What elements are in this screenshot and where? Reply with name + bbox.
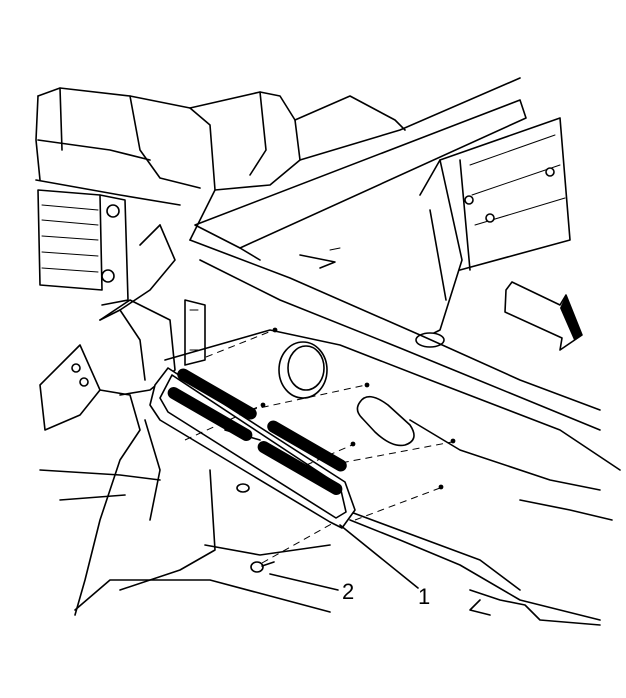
callout-1-label: 1 — [418, 584, 430, 609]
callout-1-leader — [339, 524, 419, 589]
retainer-icon — [250, 561, 264, 573]
fastener-icon — [101, 269, 115, 283]
cross-member — [194, 99, 527, 269]
fastener-icon — [79, 377, 89, 387]
fastener-icon — [106, 204, 120, 218]
access-hole — [278, 341, 328, 399]
fastener-icon — [485, 213, 495, 223]
panel-slot — [356, 395, 415, 447]
fastener-alignment-lines — [184, 327, 456, 564]
clip-icon — [236, 483, 250, 493]
upper-body-structure — [35, 77, 521, 241]
push-pin-retainer — [250, 561, 275, 573]
fastener-icon — [545, 167, 555, 177]
vent-assembly — [149, 367, 356, 529]
quarter-panel — [39, 239, 621, 626]
fastener-icon — [464, 195, 474, 205]
left-side-vent — [37, 189, 129, 306]
callout-2-leader — [269, 573, 339, 591]
fastener-icon — [71, 363, 81, 373]
callout-leaders — [269, 524, 419, 591]
forward-direction-arrow-icon — [504, 281, 583, 351]
wheelhouse-bracket — [39, 224, 206, 616]
callout-2-label: 2 — [342, 579, 354, 604]
